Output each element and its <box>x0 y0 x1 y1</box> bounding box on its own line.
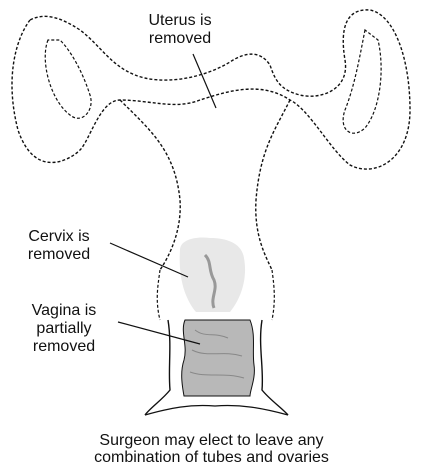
diagram-caption: Surgeon may elect to leave any combinati… <box>30 432 393 466</box>
right-tube-outline <box>343 30 381 133</box>
uterus-leader <box>193 54 216 108</box>
vagina-removed-shape <box>182 320 255 396</box>
uterus-label: Uterus is removed <box>100 12 260 48</box>
vaginal-wall-right <box>261 320 288 415</box>
left-tube-outline <box>45 40 91 118</box>
vagina-label: Vagina is partially removed <box>14 302 114 356</box>
vaginal-wall-left <box>145 320 170 415</box>
vaginal-opening <box>145 405 288 415</box>
cervix-leader <box>110 243 188 277</box>
cervix-label: Cervix is removed <box>14 228 104 264</box>
